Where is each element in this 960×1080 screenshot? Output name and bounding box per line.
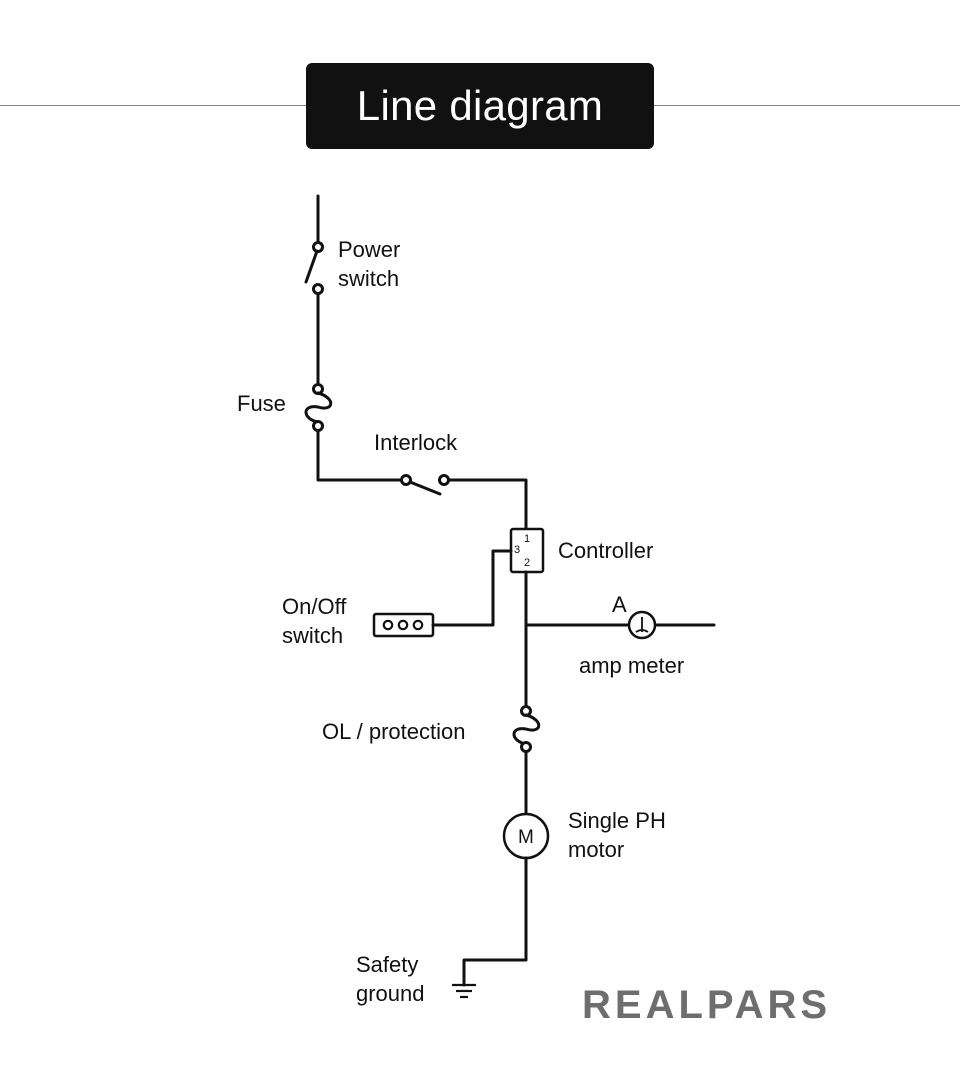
- realpars-logo: REALPARS: [582, 983, 832, 1027]
- wire-fuse-to-interlock: [316, 429, 403, 482]
- controller-label: Controller: [558, 538, 653, 563]
- amp-meter-letter: A: [612, 592, 627, 617]
- interlock-label: Interlock: [374, 430, 458, 455]
- motor-label-1: Single PH: [568, 808, 666, 833]
- wire-interlock-to-controller: [447, 478, 528, 531]
- controller-pin-1: 1: [524, 533, 530, 545]
- controller-pin-3: 3: [514, 544, 520, 556]
- title-rule-left: [0, 105, 306, 106]
- power-switch-label-2: switch: [338, 266, 399, 291]
- onoff-dot-1: [382, 619, 394, 631]
- interlock-symbol: [400, 474, 450, 496]
- ground-label-2: ground: [356, 981, 425, 1006]
- page-title: Line diagram: [306, 63, 654, 149]
- onoff-dot-3: [412, 619, 424, 631]
- ol-protection-label: OL / protection: [322, 719, 465, 744]
- onoff-dot-2: [397, 619, 409, 631]
- onoff-switch-box: [372, 612, 435, 638]
- title-rule-right: [654, 105, 960, 106]
- fuse-symbol: [304, 383, 333, 432]
- amp-meter-symbol: [627, 610, 657, 640]
- fuse-label: Fuse: [237, 391, 286, 416]
- wire-onoff-to-controller: [431, 549, 513, 627]
- onoff-label-1: On/Off: [282, 594, 347, 619]
- wire-motor-to-ground: [462, 856, 528, 987]
- power-switch-symbol: [304, 241, 324, 295]
- motor-letter: M: [518, 827, 534, 848]
- ground-label-1: Safety: [356, 952, 418, 977]
- power-switch-label-1: Power: [338, 237, 400, 262]
- amp-meter-label: amp meter: [579, 653, 684, 678]
- ol-protection-symbol: [512, 705, 541, 753]
- motor-label-2: motor: [568, 837, 624, 862]
- ground-icon: [452, 983, 476, 999]
- controller-pin-2: 2: [524, 557, 530, 569]
- onoff-label-2: switch: [282, 623, 343, 648]
